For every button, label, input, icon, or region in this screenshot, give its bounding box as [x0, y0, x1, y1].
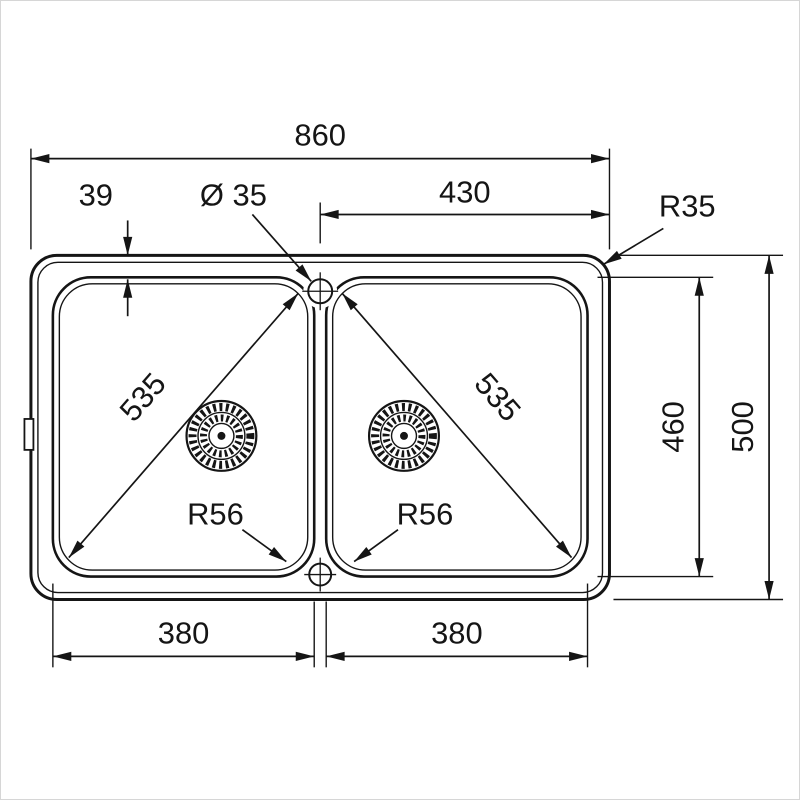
dim-corner-radius: R35: [603, 188, 716, 266]
dim-corner-radius-label: R35: [659, 188, 716, 223]
dim-diagonal-left-label: 535: [113, 366, 173, 428]
bowl-left-inner: [58, 283, 309, 571]
dim-tap-hole-label: Ø 35: [200, 177, 267, 212]
dim-bowl-radius-left: R56: [187, 497, 287, 563]
bowl-right: [324, 276, 589, 578]
dim-bowl-width-right: 380: [325, 583, 589, 668]
dim-rim-offset-label: 39: [79, 177, 113, 212]
dim-overall-height-label: 500: [725, 401, 760, 453]
dim-diagonal-right-label: 535: [468, 366, 528, 428]
dim-overall-height: 500: [613, 254, 784, 601]
dim-rim-offset: 39: [79, 177, 133, 317]
dim-bowl-width-right-label: 380: [431, 615, 483, 650]
drain-left: [185, 399, 258, 472]
overflow-hole: [304, 557, 337, 592]
sink-inner-rim: [37, 261, 604, 594]
dim-overall-width-label: 860: [294, 118, 346, 153]
bowl-right-inner: [331, 283, 582, 571]
dim-inner-height-label: 460: [655, 401, 690, 453]
mounting-clip: [23, 418, 35, 451]
dim-half-width: 430: [319, 174, 610, 244]
dim-bowl-radius-left-label: R56: [187, 497, 244, 532]
dim-bowl-radius-right: R56: [353, 497, 454, 563]
dim-tap-hole: Ø 35: [200, 177, 312, 282]
dim-half-width-label: 430: [439, 174, 491, 209]
dim-bowl-width-left: 380: [52, 583, 315, 668]
tap-hole: [302, 272, 339, 311]
dim-inner-height: 460: [597, 276, 714, 578]
sink-outline: [23, 253, 611, 601]
dim-overall-width: 860: [30, 118, 611, 250]
drain-right: [367, 399, 440, 472]
bowl-left: [51, 276, 316, 578]
dim-diagonal-left: 535: [68, 292, 299, 559]
dim-diagonal-right: 535: [341, 292, 573, 559]
bowl-left-outer: [51, 276, 316, 578]
dim-bowl-radius-right-label: R56: [397, 497, 454, 532]
bowl-right-outer: [324, 276, 589, 578]
dim-bowl-width-left-label: 380: [158, 615, 210, 650]
